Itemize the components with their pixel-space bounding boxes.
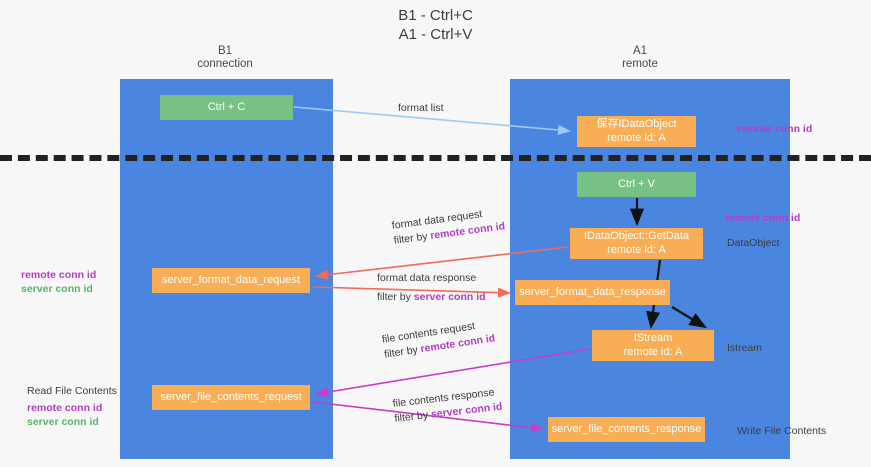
box-ctrl-v[interactable]: Ctrl + V (577, 172, 696, 197)
title-line-1: B1 - Ctrl+C (398, 7, 473, 24)
filter-prefix: filter by (383, 343, 422, 361)
annotation-left-server-conn-id-bottom: server conn id (27, 416, 99, 428)
box-server-format-data-response[interactable]: server_format_data_response (515, 280, 670, 305)
box-istream-line1: IStream (633, 332, 673, 344)
box-ctrl-c-label: Ctrl + C (207, 100, 246, 113)
annotation-left-remote-conn-id-bottom: remote conn id (27, 402, 103, 414)
filter-prefix: filter by (393, 230, 432, 247)
annotation-dataobject: DataObject (727, 237, 780, 249)
box-istream-line2: remote id: A (623, 345, 683, 358)
box-idataobject-getdata-line2: remote id: A (607, 243, 666, 256)
box-server-file-contents-response-label: server_file_contents_response (551, 422, 702, 435)
edge-label-format-list: format list (398, 101, 444, 116)
box-server-file-contents-request[interactable]: server_file_contents_request (152, 385, 310, 410)
edge-label-format-data-response-filter: filter by server conn id (377, 290, 486, 305)
filter-key-server-conn-id: server conn id (413, 291, 486, 303)
edge-label-file-contents-request: file contents request filter by remote c… (381, 316, 496, 362)
box-server-format-data-request[interactable]: server_format_data_request (152, 268, 310, 293)
annotation-left-remote-conn-id-mid: remote conn id (21, 269, 97, 281)
box-save-idataobject-line2: remote id: A (607, 131, 666, 144)
annotation-istream: Istream (727, 342, 763, 354)
column-header-a1: A1 remote (560, 45, 720, 71)
column-header-a1-name: A1 (632, 45, 648, 57)
box-server-file-contents-response[interactable]: server_file_contents_response (548, 417, 705, 442)
annotation-left-conn-ids-bottom: remote conn id server conn id (27, 401, 102, 429)
box-save-idataobject-line1: 保存IDataObject (596, 118, 677, 130)
diagram-title: B1 - Ctrl+C A1 - Ctrl+V (0, 6, 871, 44)
edge-label-format-data-response: format data response filter by server co… (377, 271, 486, 305)
annotation-left-conn-ids-mid: remote conn id server conn id (21, 268, 96, 296)
annotation-remote-conn-id-top: remote conn id (737, 123, 813, 135)
annotation-left-server-conn-id-mid: server conn id (21, 283, 93, 295)
box-ctrl-c[interactable]: Ctrl + C (160, 95, 293, 120)
column-header-b1-role: connection (197, 58, 253, 70)
box-server-file-contents-request-label: server_file_contents_request (160, 390, 302, 403)
edge-label-format-data-response-text: format data response (377, 272, 477, 284)
section-divider (0, 155, 871, 161)
edge-label-format-list-text: format list (398, 102, 444, 114)
title-line-2: A1 - Ctrl+V (398, 26, 473, 43)
column-header-a1-role: remote (622, 58, 658, 70)
filter-prefix: filter by (377, 291, 414, 303)
edge-label-file-contents-response: file contents response filter by server … (392, 385, 503, 427)
box-ctrl-v-label: Ctrl + V (618, 177, 655, 190)
column-header-b1: B1 connection (145, 45, 305, 71)
annotation-remote-conn-id-mid: remote conn id (725, 212, 801, 224)
column-header-b1-name: B1 (217, 45, 233, 57)
box-idataobject-getdata-line1: IDataObject::GetData (583, 230, 690, 242)
box-idataobject-getdata[interactable]: IDataObject::GetData remote id: A (570, 228, 703, 259)
edge-label-format-data-request: format data request filter by remote con… (391, 204, 506, 248)
box-server-format-data-response-label: server_format_data_response (519, 285, 666, 298)
annotation-write-file-contents: Write File Contents (737, 425, 827, 437)
annotation-read-file-contents: Read File Contents (27, 385, 117, 397)
box-istream[interactable]: IStream remote id: A (592, 330, 714, 361)
filter-prefix: filter by (393, 408, 432, 425)
box-save-idataobject[interactable]: 保存IDataObject remote id: A (577, 116, 696, 147)
box-server-format-data-request-label: server_format_data_request (161, 273, 301, 286)
